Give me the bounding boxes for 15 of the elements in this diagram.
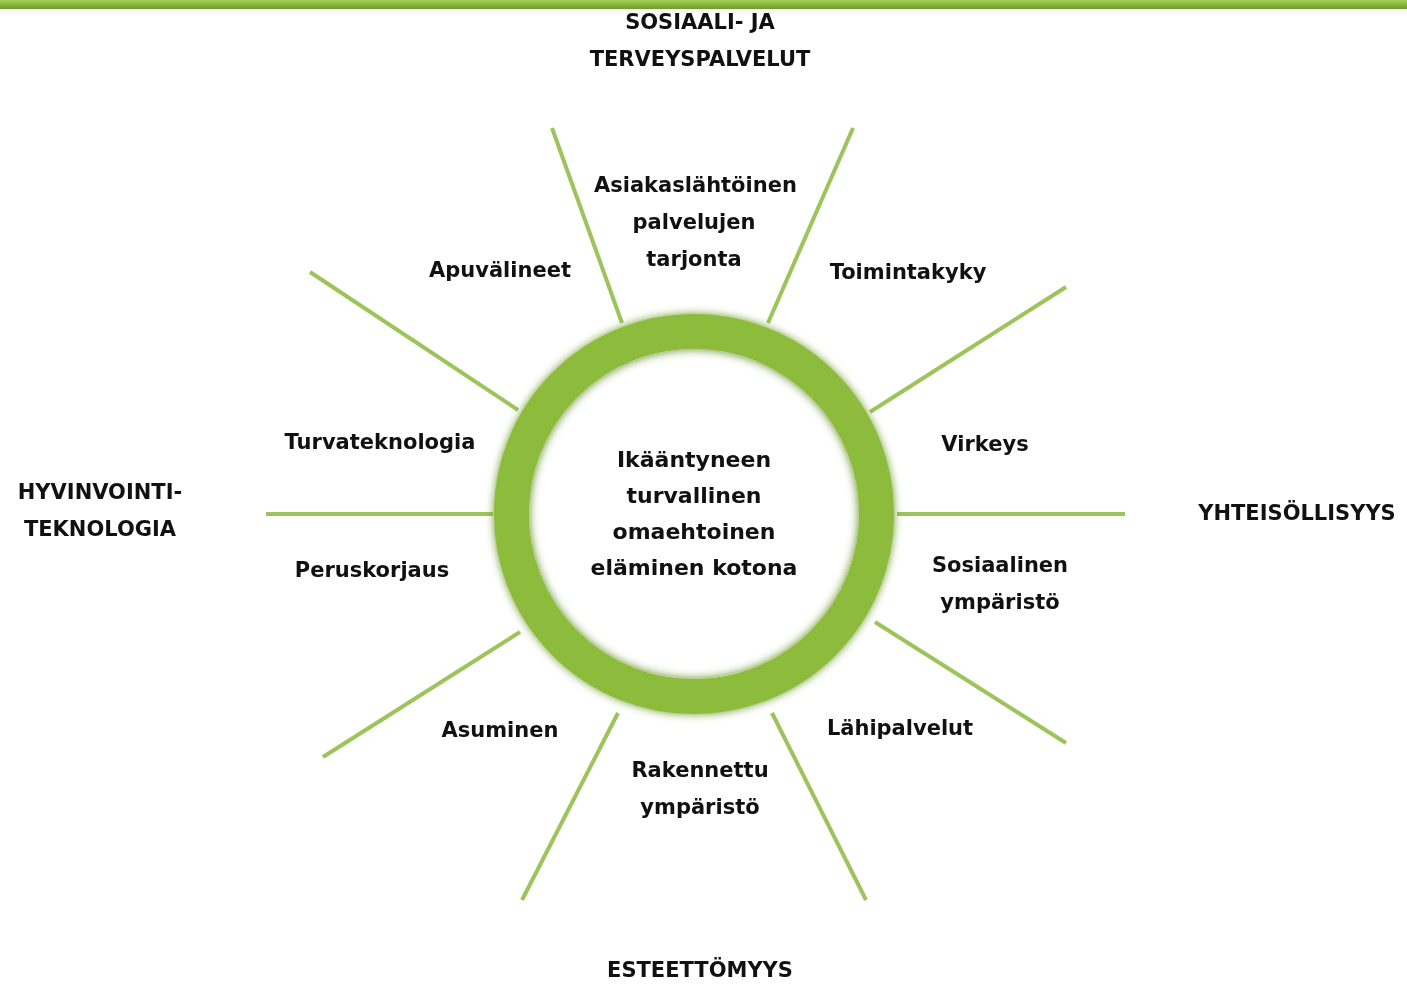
factor-label: Sosiaalinen ympäristö	[930, 552, 1070, 616]
factor-label: Virkeys	[940, 431, 1030, 458]
factor-label: Asuminen	[440, 717, 560, 744]
factor-label: Rakennettu ympäristö	[630, 757, 770, 821]
factor-label: Apuvälineet	[428, 257, 572, 284]
factor-label: Turvateknologia	[283, 429, 477, 456]
category-label: YHTEISÖLLISYYS	[1197, 499, 1397, 527]
factor-label: Toimintakyky	[828, 259, 988, 286]
category-label: ESTEETTÖMYYS	[606, 956, 794, 984]
factor-label: Asiakaslähtöinen palvelujen tarjonta	[594, 172, 794, 273]
factor-label: Peruskorjaus	[293, 557, 451, 584]
category-label: HYVINVOINTI- TEKNOLOGIA	[16, 479, 184, 543]
category-label: SOSIAALI- JA TERVEYSPALVELUT	[588, 9, 812, 73]
factor-label: Lähipalvelut	[825, 715, 975, 742]
center-text: Ikääntyneen turvallinen omaehtoinen eläminen kotona	[589, 446, 799, 582]
